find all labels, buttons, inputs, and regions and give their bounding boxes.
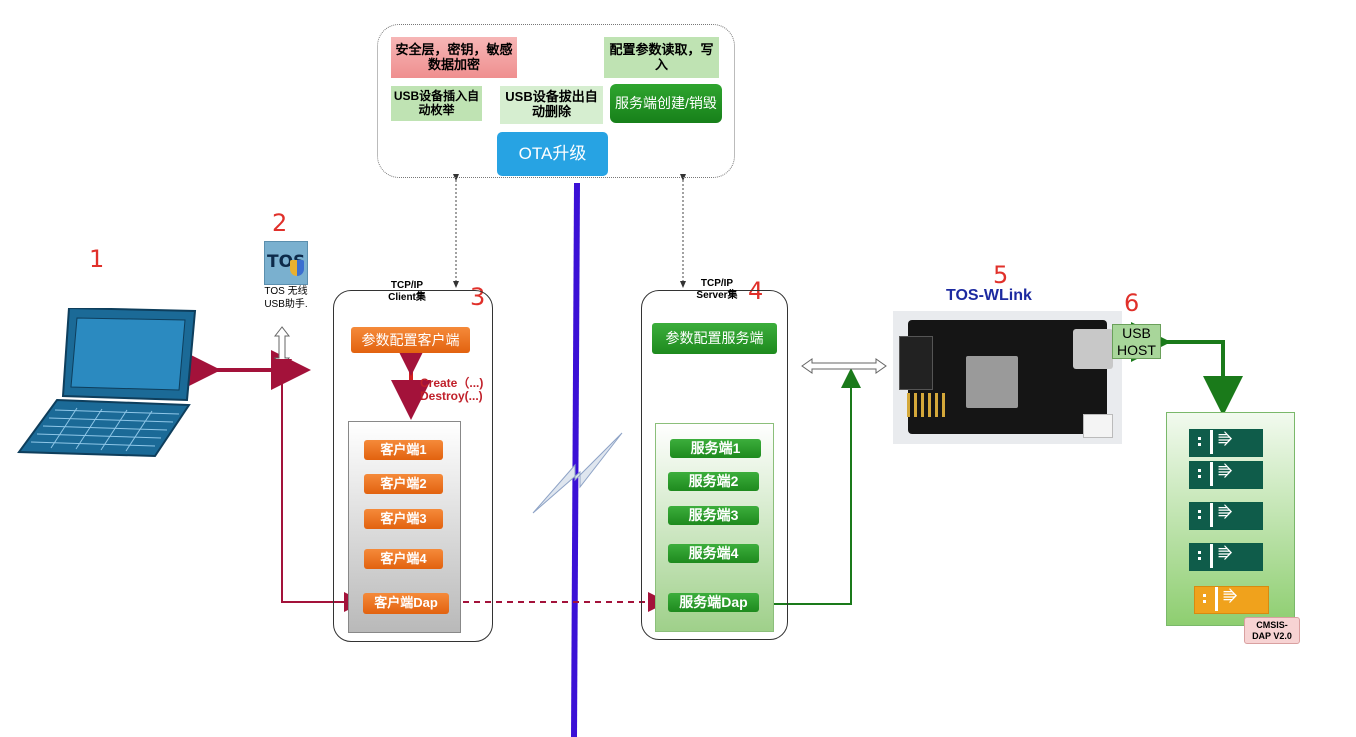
server-config-box: 参数配置服务端 [652,323,777,354]
server-item-1: 服务端1 [670,439,761,458]
usb-device-4: ⭆ [1189,543,1263,571]
label-number-4: 4 [748,277,764,305]
server-item-2: 服务端2 [668,472,759,491]
usb-device-cmsis: ⭆ [1194,586,1269,614]
usb-icon: ⭆ [1218,432,1233,449]
board-photo [893,311,1122,444]
tos-app-label: TOS 无线USB助手. [264,286,308,310]
client-item-dap: 客户端Dap [363,593,449,614]
cmsis-dap-label: CMSIS-DAP V2.0 [1244,617,1300,644]
server-group-header: TCP/IP Server集 [696,278,738,301]
usb-host-link [1131,322,1243,416]
server-group [641,290,788,640]
client-item-2: 客户端2 [364,474,443,494]
lightning-icon [532,432,623,514]
client-item-1: 客户端1 [364,440,443,460]
usb-device-1: ⭆ [1189,429,1263,457]
usb-icon: ⭆ [1218,505,1233,522]
usb-device-2: ⭆ [1189,461,1263,489]
board-pins [907,393,947,417]
create-label: Create（...) [420,376,484,390]
ota-box: OTA升级 [497,132,608,176]
tos-logo-icon: TOS [264,241,308,285]
server-item-dap: 服务端Dap [668,593,759,612]
device-title: TOS-WLink [946,287,1032,304]
usb-device-3: ⭆ [1189,502,1263,530]
server-item-4: 服务端4 [668,544,759,563]
server-dap-path [764,368,861,605]
client-group-header: TCP/IP Client集 [388,280,426,303]
board-pin-header [899,336,933,390]
label-number-1: 1 [89,245,105,273]
shield-icon [290,260,304,276]
network-divider-line [571,182,580,737]
label-number-6: 6 [1124,289,1140,317]
server-create-box: 服务端创建/销毁 [610,84,722,123]
board-module [966,356,1018,408]
usb-host-label: USB HOST [1112,324,1161,359]
label-number-2: 2 [272,209,288,237]
config-rw-box: 配置参数读取，写入 [604,37,719,78]
destroy-label: Destroy(...) [420,389,483,403]
laptop-icon [17,308,197,458]
board-usb-port [1073,329,1113,369]
usb-remove-box: USB设备拔出自动删除 [500,86,603,124]
server-device-arrow [801,358,887,374]
tos-link-arrow [273,326,291,368]
label-number-5: 5 [993,261,1009,289]
client-config-box: 参数配置客户端 [351,327,470,353]
usb-insert-box: USB设备插入自动枚举 [391,86,482,121]
feature-panel [377,24,735,178]
server-item-3: 服务端3 [668,506,759,525]
usb-icon: ⭆ [1218,546,1233,563]
client-item-3: 客户端3 [364,509,443,529]
usb-icon: ⭆ [1223,589,1238,606]
security-box: 安全层，密钥，敏感数据加密 [391,37,517,78]
client-item-4: 客户端4 [364,549,443,569]
usb-icon: ⭆ [1218,464,1233,481]
client-group [333,290,493,642]
client-dap-path [281,375,364,612]
board-connector [1083,414,1113,438]
